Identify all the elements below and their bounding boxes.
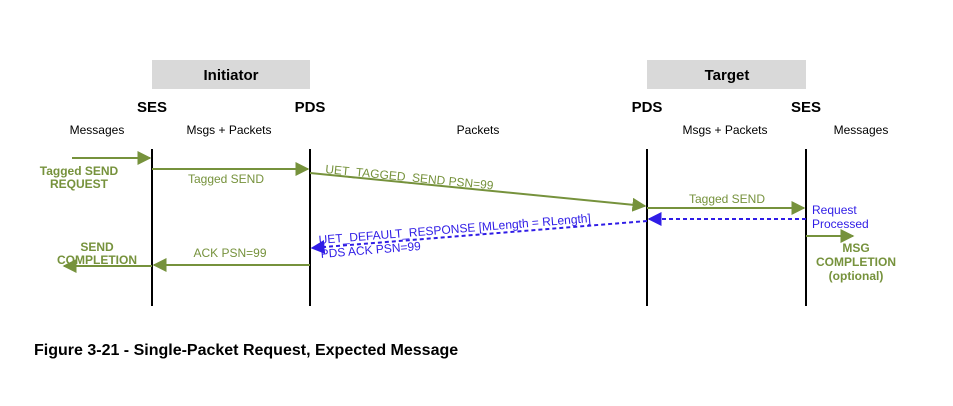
sub-packets: Packets — [457, 123, 500, 137]
label-send-completion-1: SEND — [80, 240, 114, 254]
label-send-completion-2: COMPLETION — [57, 253, 137, 267]
label-uet-tagged-send: UET_TAGGED_SEND PSN=99 — [325, 162, 495, 192]
label-msg-completion-3: (optional) — [829, 269, 884, 283]
figure-caption: Figure 3-21 - Single-Packet Request, Exp… — [34, 342, 458, 359]
arrow-uet-tagged-send — [309, 172, 647, 212]
sub-msgs-packets-left: Msgs + Packets — [186, 123, 271, 137]
sub-messages-left: Messages — [70, 123, 125, 137]
pds-right-title: PDS — [632, 99, 663, 116]
label-ack-psn: ACK PSN=99 — [193, 246, 266, 260]
sub-messages-right: Messages — [834, 123, 889, 137]
label-tagged-send-request-1: Tagged SEND — [40, 164, 119, 178]
initiator-header: Initiator — [204, 67, 259, 84]
label-tagged-send-right: Tagged SEND — [689, 192, 765, 206]
label-uet-default-response: UET_DEFAULT_RESPONSE [MLength = RLength] — [318, 211, 591, 247]
label-tagged-send-request-2: REQUEST — [50, 177, 109, 191]
label-request-processed-2: Processed — [812, 217, 869, 231]
pds-left-title: PDS — [295, 99, 326, 116]
label-request-processed-1: Request — [812, 203, 857, 217]
target-header-box — [647, 60, 806, 89]
ses-left-title: SES — [137, 99, 167, 116]
ses-right-title: SES — [791, 99, 821, 116]
sub-msgs-packets-right: Msgs + Packets — [682, 123, 767, 137]
label-tagged-send-left: Tagged SEND — [188, 172, 264, 186]
label-msg-completion-2: COMPLETION — [816, 255, 896, 269]
initiator-header-box — [152, 60, 310, 89]
arrow-uet-default-response — [310, 220, 648, 254]
label-msg-completion-1: MSG — [842, 241, 869, 255]
target-header: Target — [705, 67, 750, 84]
